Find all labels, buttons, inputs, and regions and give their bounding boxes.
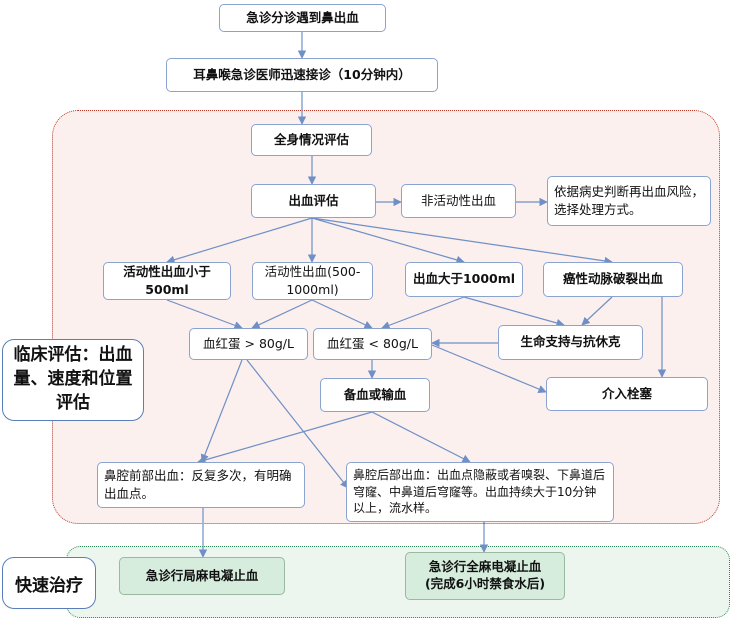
edge-bleeding-lt500	[166, 217, 313, 264]
node-embolization: 介入栓塞	[546, 377, 708, 411]
edge-blood-posterior	[371, 411, 471, 463]
edge-hbgt80-posterior	[246, 359, 349, 489]
node-local-cautery: 急诊行局麻电凝止血	[119, 557, 285, 595]
edge-blood-anterior	[197, 411, 373, 464]
node-life-support: 生命支持与抗休克	[498, 325, 643, 360]
edge-bleeding-pseudo	[311, 217, 613, 266]
node-ent-consult: 耳鼻喉急诊医师迅速接诊（10分钟内）	[166, 58, 438, 92]
edge-1000-life	[463, 296, 565, 328]
clinical-assessment-label: 临床评估：出血量、速度和位置评估	[2, 339, 144, 421]
node-posterior-bleeding: 鼻腔后部出血：出血点隐蔽或者嗅裂、下鼻道后穹窿、中鼻道后穹窿等。出血持续大于10…	[346, 462, 614, 522]
edge-500-hblt80	[311, 299, 373, 329]
edge-hblt80-embol	[431, 344, 547, 394]
node-active-lt500: 活动性出血小于500ml	[103, 262, 231, 300]
node-active-500-1000: 活动性出血(500-1000ml)	[252, 262, 373, 300]
edge-1000-hblt80	[381, 296, 465, 330]
node-blood-prep: 备血或输血	[320, 378, 430, 412]
node-anterior-bleeding: 鼻腔前部出血：反复多次，有明确出血点。	[97, 462, 305, 508]
node-history-decision: 依据病史判断再出血风险，选择处理方式。	[547, 176, 711, 226]
node-hb-lt80: 血红蛋 < 80g/L	[313, 328, 432, 360]
node-hb-gt80: 血红蛋 > 80g/L	[189, 328, 308, 360]
node-bleeding-assessment: 出血评估	[251, 184, 376, 218]
edge-lt500-hbgt80	[166, 299, 243, 330]
edge-500-hbgt80	[251, 299, 313, 329]
node-over-1000: 出血大于1000ml	[405, 262, 523, 297]
node-general-assessment: 全身情况评估	[251, 124, 372, 156]
edge-hbgt80-anterior	[200, 359, 243, 463]
node-pseudoaneurysm: 癌性动脉破裂出血	[543, 262, 683, 297]
edge-bleeding-1000	[311, 217, 465, 264]
node-triage: 急诊分诊遇到鼻出血	[219, 4, 386, 32]
edge-pseudo-life	[581, 296, 613, 326]
node-general-cautery: 急诊行全麻电凝止血 (完成6小时禁食水后)	[405, 552, 565, 600]
node-inactive-bleeding: 非活动性出血	[401, 184, 516, 218]
rapid-treatment-label: 快速治疗	[2, 557, 96, 609]
